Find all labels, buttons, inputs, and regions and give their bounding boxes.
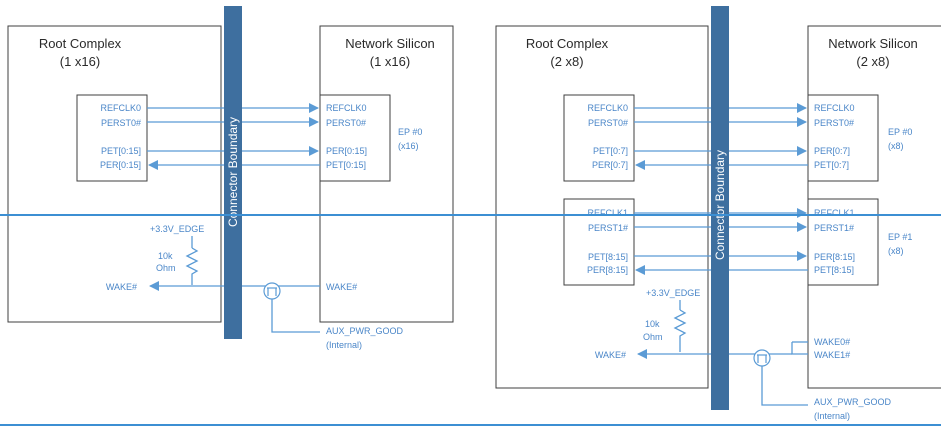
ns-port-box [319,94,391,182]
rc-refclk-label: REFCLK0 [100,103,141,113]
aux-wire [271,299,320,333]
rc-per-label: PER[0:15] [100,160,141,170]
ns1-refclk-label: REFCLK1 [814,208,855,218]
connector-boundary-label: Connector Boundary [713,150,727,260]
ns-port0-box [807,94,879,182]
aux-label: AUX_PWR_GOOD [814,397,892,407]
ns-per-label: PER[0:15] [326,146,367,156]
ns-wake1-label: WAKE1# [814,350,850,360]
rc1-pet-label: PET[8:15] [588,252,628,262]
ns1-perst-label: PERST1# [814,223,854,233]
ep1-label: EP #1 [888,232,912,242]
resistor-symbol [673,309,687,352]
connector-boundary-bar [224,6,242,339]
aux-transistor-icon [753,349,771,367]
aux-wire [761,366,808,406]
ep0-label: EP #0 [888,127,912,137]
right-diagram: Root Complex (2 x8) REFCLK0 PERST0# PET[… [495,6,941,421]
rc0-per-label: PER[0:7] [592,160,628,170]
root-complex-subtitle: (1 x16) [60,54,100,69]
ep0-width: (x8) [888,141,904,151]
root-complex-subtitle: (2 x8) [550,54,583,69]
ep0-label: EP #0 [398,127,422,137]
network-silicon-subtitle: (1 x16) [370,54,410,69]
ns1-pet-label: PET[8:15] [814,265,854,275]
aux-label: AUX_PWR_GOOD [326,326,404,336]
ns-wake-label: WAKE# [326,282,357,292]
rc-perst-label: PERST0# [101,118,141,128]
aux-sublabel: (Internal) [326,340,362,350]
root-complex-title: Root Complex [39,36,122,51]
supply-label: +3.3V_EDGE [646,288,700,298]
network-silicon-title: Network Silicon [345,36,435,51]
ns-port1-box [807,198,879,286]
ns-wake0-label: WAKE0# [814,337,850,347]
resistor-symbol [185,247,199,285]
ns0-refclk-label: REFCLK0 [814,103,855,113]
rc-port1-box [563,198,635,286]
rc-port0-box [563,94,635,182]
ep1-width: (x8) [888,246,904,256]
connector-boundary-label: Connector Boundary [226,117,240,227]
rc-pet-label: PET[0:15] [101,146,141,156]
ep0-width: (x16) [398,141,419,151]
ns0-pet-label: PET[0:7] [814,160,849,170]
resistor-unit: Ohm [643,332,663,342]
rc-wake-label: WAKE# [106,282,137,292]
ns0-perst-label: PERST0# [814,118,854,128]
rc0-refclk-label: REFCLK0 [587,103,628,113]
ns0-per-label: PER[0:7] [814,146,850,156]
aux-sublabel: (Internal) [814,411,850,421]
network-silicon-subtitle: (2 x8) [856,54,889,69]
network-silicon-title: Network Silicon [828,36,918,51]
rc1-perst-label: PERST1# [588,223,628,233]
rc-wake-label: WAKE# [595,350,626,360]
ns-refclk-label: REFCLK0 [326,103,367,113]
rc1-per-label: PER[8:15] [587,265,628,275]
supply-label: +3.3V_EDGE [150,224,204,234]
connector-boundary-bar [711,6,729,410]
resistor-value: 10k [645,319,660,329]
wake-merge-wire [791,342,808,355]
rc-port-box [76,94,148,182]
resistor-unit: Ohm [156,263,176,273]
left-diagram: Root Complex (1 x16) REFCLK0 PERST0# PET… [7,6,454,350]
aux-transistor-icon [263,282,281,300]
ns-perst-label: PERST0# [326,118,366,128]
ns-pet-label: PET[0:15] [326,160,366,170]
resistor-value: 10k [158,251,173,261]
rc0-pet-label: PET[0:7] [593,146,628,156]
rc1-refclk-label: REFCLK1 [587,208,628,218]
root-complex-title: Root Complex [526,36,609,51]
rc0-perst-label: PERST0# [588,118,628,128]
ns1-per-label: PER[8:15] [814,252,855,262]
